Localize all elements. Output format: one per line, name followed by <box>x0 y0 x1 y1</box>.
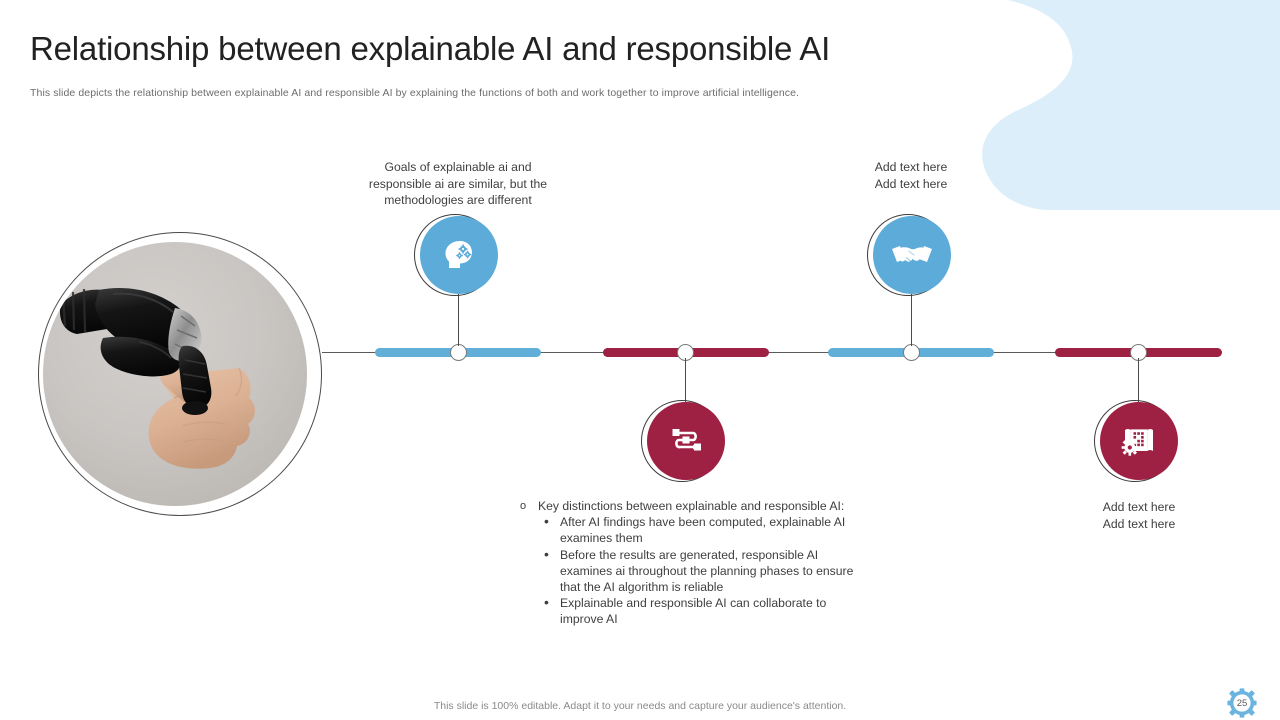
photo-outer-ring <box>38 232 322 516</box>
timeline-baseline <box>322 352 1222 353</box>
bullet-marker-circle-icon: o <box>520 500 527 512</box>
page-subtitle: This slide depicts the relationship betw… <box>30 87 800 99</box>
milestone-caption-3-line2: Add text here <box>874 176 948 191</box>
milestone-caption-4-line2: Add text here <box>1102 516 1176 531</box>
robot-hand-illustration-icon <box>59 288 255 469</box>
handshake-icon <box>892 246 932 264</box>
connector-line-3 <box>911 294 912 346</box>
timeline-node-3[interactable] <box>903 344 920 361</box>
bullet-item-text: After AI findings have been computed, ex… <box>560 515 846 546</box>
milestone-icon-4[interactable] <box>1100 402 1178 480</box>
robot-hand-photo <box>38 232 322 516</box>
bullet-marker-square-icon: • <box>544 545 549 562</box>
brain-gears-icon <box>445 241 472 268</box>
page-number-text: 25 <box>1236 697 1248 709</box>
bullet-marker-square-icon: • <box>544 513 549 530</box>
bullet-heading: o Key distinctions between explainable a… <box>508 498 868 514</box>
milestone-caption-2: o Key distinctions between explainable a… <box>508 498 868 628</box>
connector-line-1 <box>458 294 459 346</box>
milestone-caption-3-line1: Add text here <box>874 160 948 174</box>
bullet-item: • Before the results are generated, resp… <box>508 545 868 596</box>
bullet-sublist: • After AI findings have been computed, … <box>508 513 868 627</box>
milestone-caption-4: Add text here Add text here <box>1066 499 1212 532</box>
page-number-badge: 25 <box>1227 688 1257 718</box>
footer-note: This slide is 100% editable. Adapt it to… <box>433 700 847 712</box>
decorative-blob-icon <box>982 0 1280 210</box>
gear-icon <box>1227 688 1257 718</box>
connector-line-4 <box>1138 358 1139 402</box>
blueprint-gear-icon <box>1121 428 1153 456</box>
photo-image <box>43 242 307 506</box>
milestone-icon-3[interactable] <box>873 216 951 294</box>
milestone-icon-1[interactable] <box>420 216 498 294</box>
milestone-icon-2[interactable] <box>647 402 725 480</box>
bullet-item-text: Explainable and responsible AI can colla… <box>560 596 827 627</box>
bullet-heading-text: Key distinctions between explainable and… <box>538 499 845 513</box>
process-flow-icon <box>672 429 701 451</box>
bullet-item: • After AI findings have been computed, … <box>508 513 868 546</box>
connector-line-2 <box>685 358 686 402</box>
bullet-marker-square-icon: • <box>544 594 549 611</box>
milestone-caption-3: Add text here Add text here <box>838 159 984 192</box>
bullet-item: • Explainable and responsible AI can col… <box>508 594 868 627</box>
bullet-item-text: Before the results are generated, respon… <box>560 547 854 595</box>
milestone-caption-1: Goals of explainable ai and responsible … <box>368 160 548 207</box>
timeline-node-1[interactable] <box>450 344 467 361</box>
page-title: Relationship between explainable AI and … <box>30 30 831 67</box>
milestone-caption-4-line1: Add text here <box>1102 500 1176 514</box>
